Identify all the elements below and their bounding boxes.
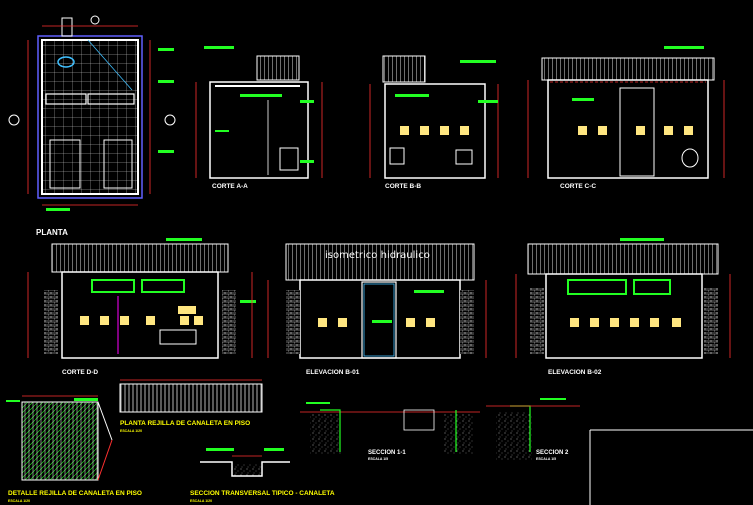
corte-a-view: CORTE A-A (195, 46, 323, 190)
seccion-2-scale: ESCALA 1/5 (536, 457, 556, 461)
seccion-1-label: SECCION 1-1 (368, 450, 406, 456)
title-block-border (589, 429, 753, 505)
seccion-transversal-scale: ESCALA 1/20 (190, 499, 212, 503)
elevacion-b02-label: ELEVACION B-02 (548, 369, 602, 376)
planta-label: PLANTA (36, 228, 68, 237)
seccion-1-scale: ESCALA 1/5 (368, 457, 388, 461)
planta-rejilla-label: PLANTA REJILLA DE CANALETA EN PISO (120, 420, 250, 427)
corte-d-view: CORTE D-D (27, 238, 256, 376)
corte-c-label: CORTE C-C (560, 183, 596, 190)
corte-b-view: CORTE B-B (369, 55, 499, 190)
elevacion-b01-label: ELEVACION B-01 (306, 369, 360, 376)
elevacion-b02-view: ELEVACION B-02 (515, 238, 731, 376)
corte-a-label: CORTE A-A (212, 183, 248, 190)
detalle-rejilla-label: DETALLE REJILLA DE CANALETA EN PISO (8, 490, 142, 497)
seccion-1-view: SECCION 1-1 ESCALA 1/5 (300, 402, 480, 461)
seccion-2-label: SECCION 2 (536, 450, 569, 456)
seccion-transversal-label: SECCION TRANSVERSAL TIPICO - CANALETA (190, 490, 335, 497)
planta-rejilla-view: PLANTA REJILLA DE CANALETA EN PISO ESCAL… (119, 379, 263, 433)
seccion-2-view: SECCION 2 ESCALA 1/5 (486, 398, 580, 461)
corte-d-label: CORTE D-D (62, 369, 98, 376)
detalle-rejilla-view: DETALLE REJILLA DE CANALETA EN PISO ESCA… (6, 395, 142, 503)
corte-b-label: CORTE B-B (385, 183, 421, 190)
planta-rejilla-scale: ESCALA 1/20 (120, 429, 142, 433)
corte-c-view: CORTE C-C (527, 46, 725, 190)
detalle-rejilla-scale: ESCALA 1/20 (8, 499, 30, 503)
planta-view: PLANTA (8, 15, 176, 237)
seccion-transversal-view: SECCION TRANSVERSAL TIPICO - CANALETA ES… (190, 448, 335, 503)
elevacion-b01-view: isometrico hidraulico ELEVACION B-01 (267, 243, 487, 376)
isometrico-overlay-label: isometrico hidraulico (325, 250, 430, 261)
